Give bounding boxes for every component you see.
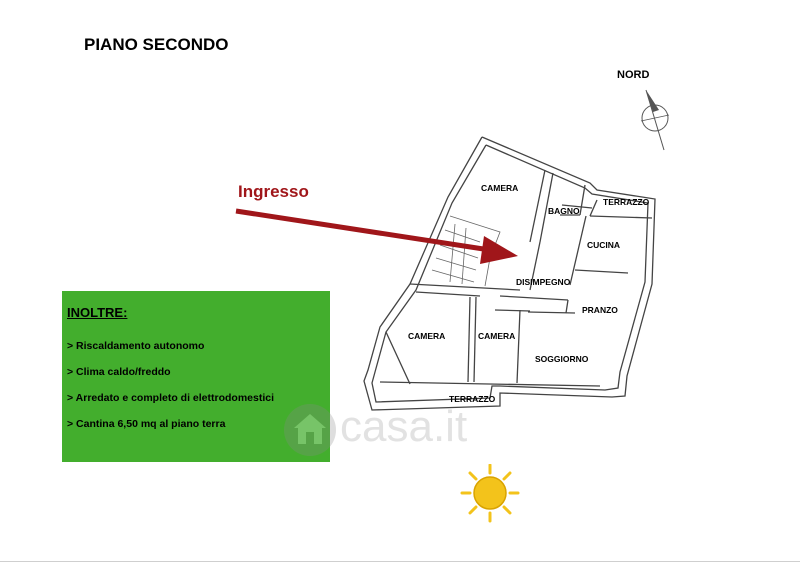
watermark: casa.it bbox=[282, 398, 532, 464]
room-label-cucina: CUCINA bbox=[587, 240, 621, 250]
watermark-text: casa.it bbox=[340, 402, 468, 451]
room-label-camera-mid: CAMERA bbox=[478, 331, 516, 341]
room-label-disimpegno: DISIMPEGNO bbox=[516, 277, 571, 287]
room-label-camera-left: CAMERA bbox=[408, 331, 446, 341]
sun-icon bbox=[460, 464, 520, 523]
room-label-camera-top: CAMERA bbox=[481, 183, 519, 193]
compass-label: NORD bbox=[617, 69, 650, 81]
entrance-label: Ingresso bbox=[238, 182, 309, 201]
feature-item: > Cantina 6,50 mq al piano terra bbox=[67, 418, 226, 430]
feature-item: > Arredato e completo di elettrodomestic… bbox=[67, 392, 275, 404]
features-heading: INOLTRE: bbox=[67, 305, 128, 320]
page-title: PIANO SECONDO bbox=[84, 35, 229, 54]
feature-item: > Clima caldo/freddo bbox=[67, 366, 171, 378]
page-divider bbox=[0, 561, 800, 562]
arrow-icon bbox=[235, 208, 518, 264]
room-label-bagno: BAGNO bbox=[548, 206, 580, 216]
room-label-terrazzo-bottom: TERRAZZO bbox=[449, 394, 496, 404]
features-panel: INOLTRE: > Riscaldamento autonomo > Clim… bbox=[62, 291, 330, 462]
room-label-pranzo: PRANZO bbox=[582, 305, 618, 315]
house-logo-icon bbox=[284, 404, 336, 456]
room-label-terrazzo-top: TERRAZZO bbox=[603, 197, 650, 207]
room-label-soggiorno: SOGGIORNO bbox=[535, 354, 589, 364]
features-list: > Riscaldamento autonomo > Clima caldo/f… bbox=[67, 339, 274, 443]
feature-item: > Riscaldamento autonomo bbox=[67, 340, 205, 352]
